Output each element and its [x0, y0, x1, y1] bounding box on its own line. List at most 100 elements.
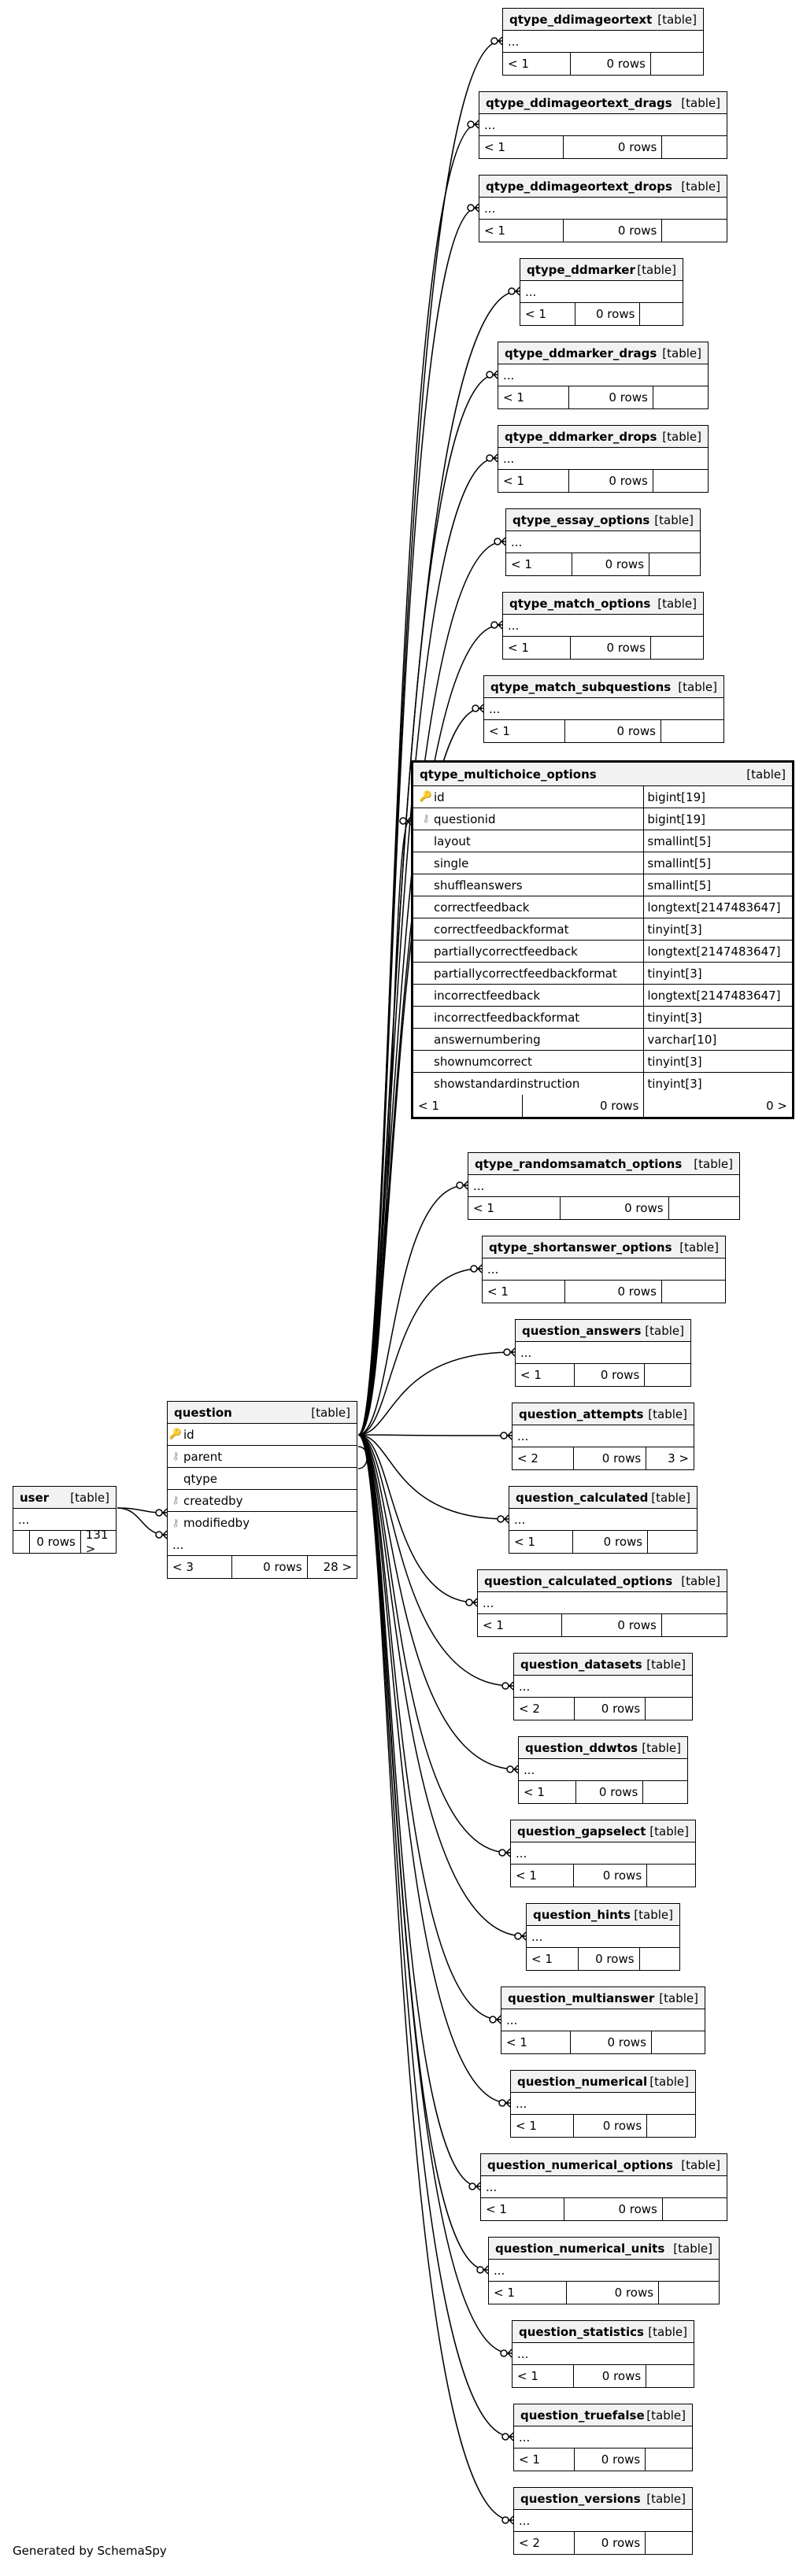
table-qtype-randomsamatch-options[interactable]: qtype_randomsamatch_options[table]...< 1… [468, 1152, 740, 1220]
ellipsis-row: ... [519, 1679, 531, 1694]
child-count [647, 2115, 695, 2137]
crowfoot-marker [497, 1514, 509, 1524]
table-row: ... [498, 448, 708, 470]
parent-count: < 1 [516, 1364, 575, 1386]
ellipsis-row: ... [18, 1512, 30, 1527]
table-user[interactable]: user [table] ... 0 rows 131 > [13, 1486, 117, 1556]
child-count [646, 2532, 692, 2554]
row-count: 0 rows [571, 637, 651, 659]
column-name: shownumcorrect [434, 1054, 532, 1069]
ellipsis-row: ... [487, 1262, 499, 1277]
parent-count: < 1 [479, 136, 564, 158]
table-tag: [table] [657, 596, 697, 611]
credit-footer: Generated by SchemaSpy [13, 2544, 167, 2558]
table-header: question [table] [168, 1402, 357, 1424]
table-tag: [table] [681, 1573, 720, 1588]
child-count [662, 1614, 727, 1636]
parent-count: < 1 [479, 220, 564, 242]
table-footer: < 1 0 rows 0 > [413, 1095, 792, 1117]
row-count: 0 rows [571, 53, 651, 75]
column-row: qtype [168, 1468, 357, 1490]
column-name: id [183, 1427, 194, 1442]
table-header: qtype_shortanswer_options[table] [483, 1236, 725, 1258]
column-type: tinyint[3] [647, 1054, 702, 1069]
column-name: createdby [183, 1493, 243, 1508]
table-name: question_numerical_options [487, 2157, 673, 2172]
ellipsis-row: ... [486, 2179, 498, 2194]
parent-count: < 1 [503, 53, 572, 75]
table-row: ... [514, 2510, 692, 2532]
table-header: qtype_match_options[table] [503, 593, 703, 615]
table-tag: [table] [673, 2241, 712, 2256]
crowfoot-marker [500, 2349, 513, 2358]
parent-count: < 1 [468, 1197, 561, 1219]
crowfoot-marker [514, 1931, 527, 1941]
table-name: question [174, 1405, 232, 1420]
column-name: answernumbering [434, 1032, 541, 1047]
table-tag: [table] [646, 2408, 686, 2423]
ellipsis-row: ... [525, 284, 537, 299]
column-type: smallint[5] [647, 878, 712, 893]
table-name: question_ddwtos [525, 1740, 638, 1755]
column-name: incorrectfeedback [434, 988, 541, 1003]
column-name: shuffleanswers [434, 878, 523, 893]
parent-count: < 2 [514, 2532, 575, 2554]
crowfoot-marker [155, 1508, 168, 1517]
ellipsis-row: ... [483, 1595, 494, 1610]
parent-count: < 1 [503, 637, 572, 659]
table-question-calculated-options[interactable]: question_calculated_options[table]...< 1… [477, 1569, 727, 1637]
table-tag: [table] [659, 1990, 698, 2005]
table-row: ... [489, 2260, 719, 2282]
parent-count: < 1 [511, 1865, 574, 1887]
table-header: question_multianswer [table] [501, 1987, 705, 2009]
primary-key-icon: 🔑 [168, 1428, 183, 1440]
table-header: question_truefalse[table] [514, 2404, 692, 2426]
table-header: question_calculated_options[table] [478, 1570, 727, 1592]
column-type: longtext[2147483647] [647, 944, 781, 959]
column-name: showstandardinstruction [434, 1077, 580, 1091]
column-type: tinyint[3] [647, 966, 702, 981]
primary-key-icon: 🔑 [419, 791, 433, 803]
ellipsis-row: ... [506, 2012, 518, 2027]
row-count: 0 rows [564, 220, 663, 242]
table-header: question_calculated[table] [509, 1487, 697, 1509]
row-count: 0 rows [523, 1095, 645, 1117]
ellipsis-row: ... [519, 2430, 531, 2445]
column-row: shownumcorrect tinyint[3] [413, 1051, 792, 1073]
table-name: question_multianswer [508, 1990, 655, 2005]
